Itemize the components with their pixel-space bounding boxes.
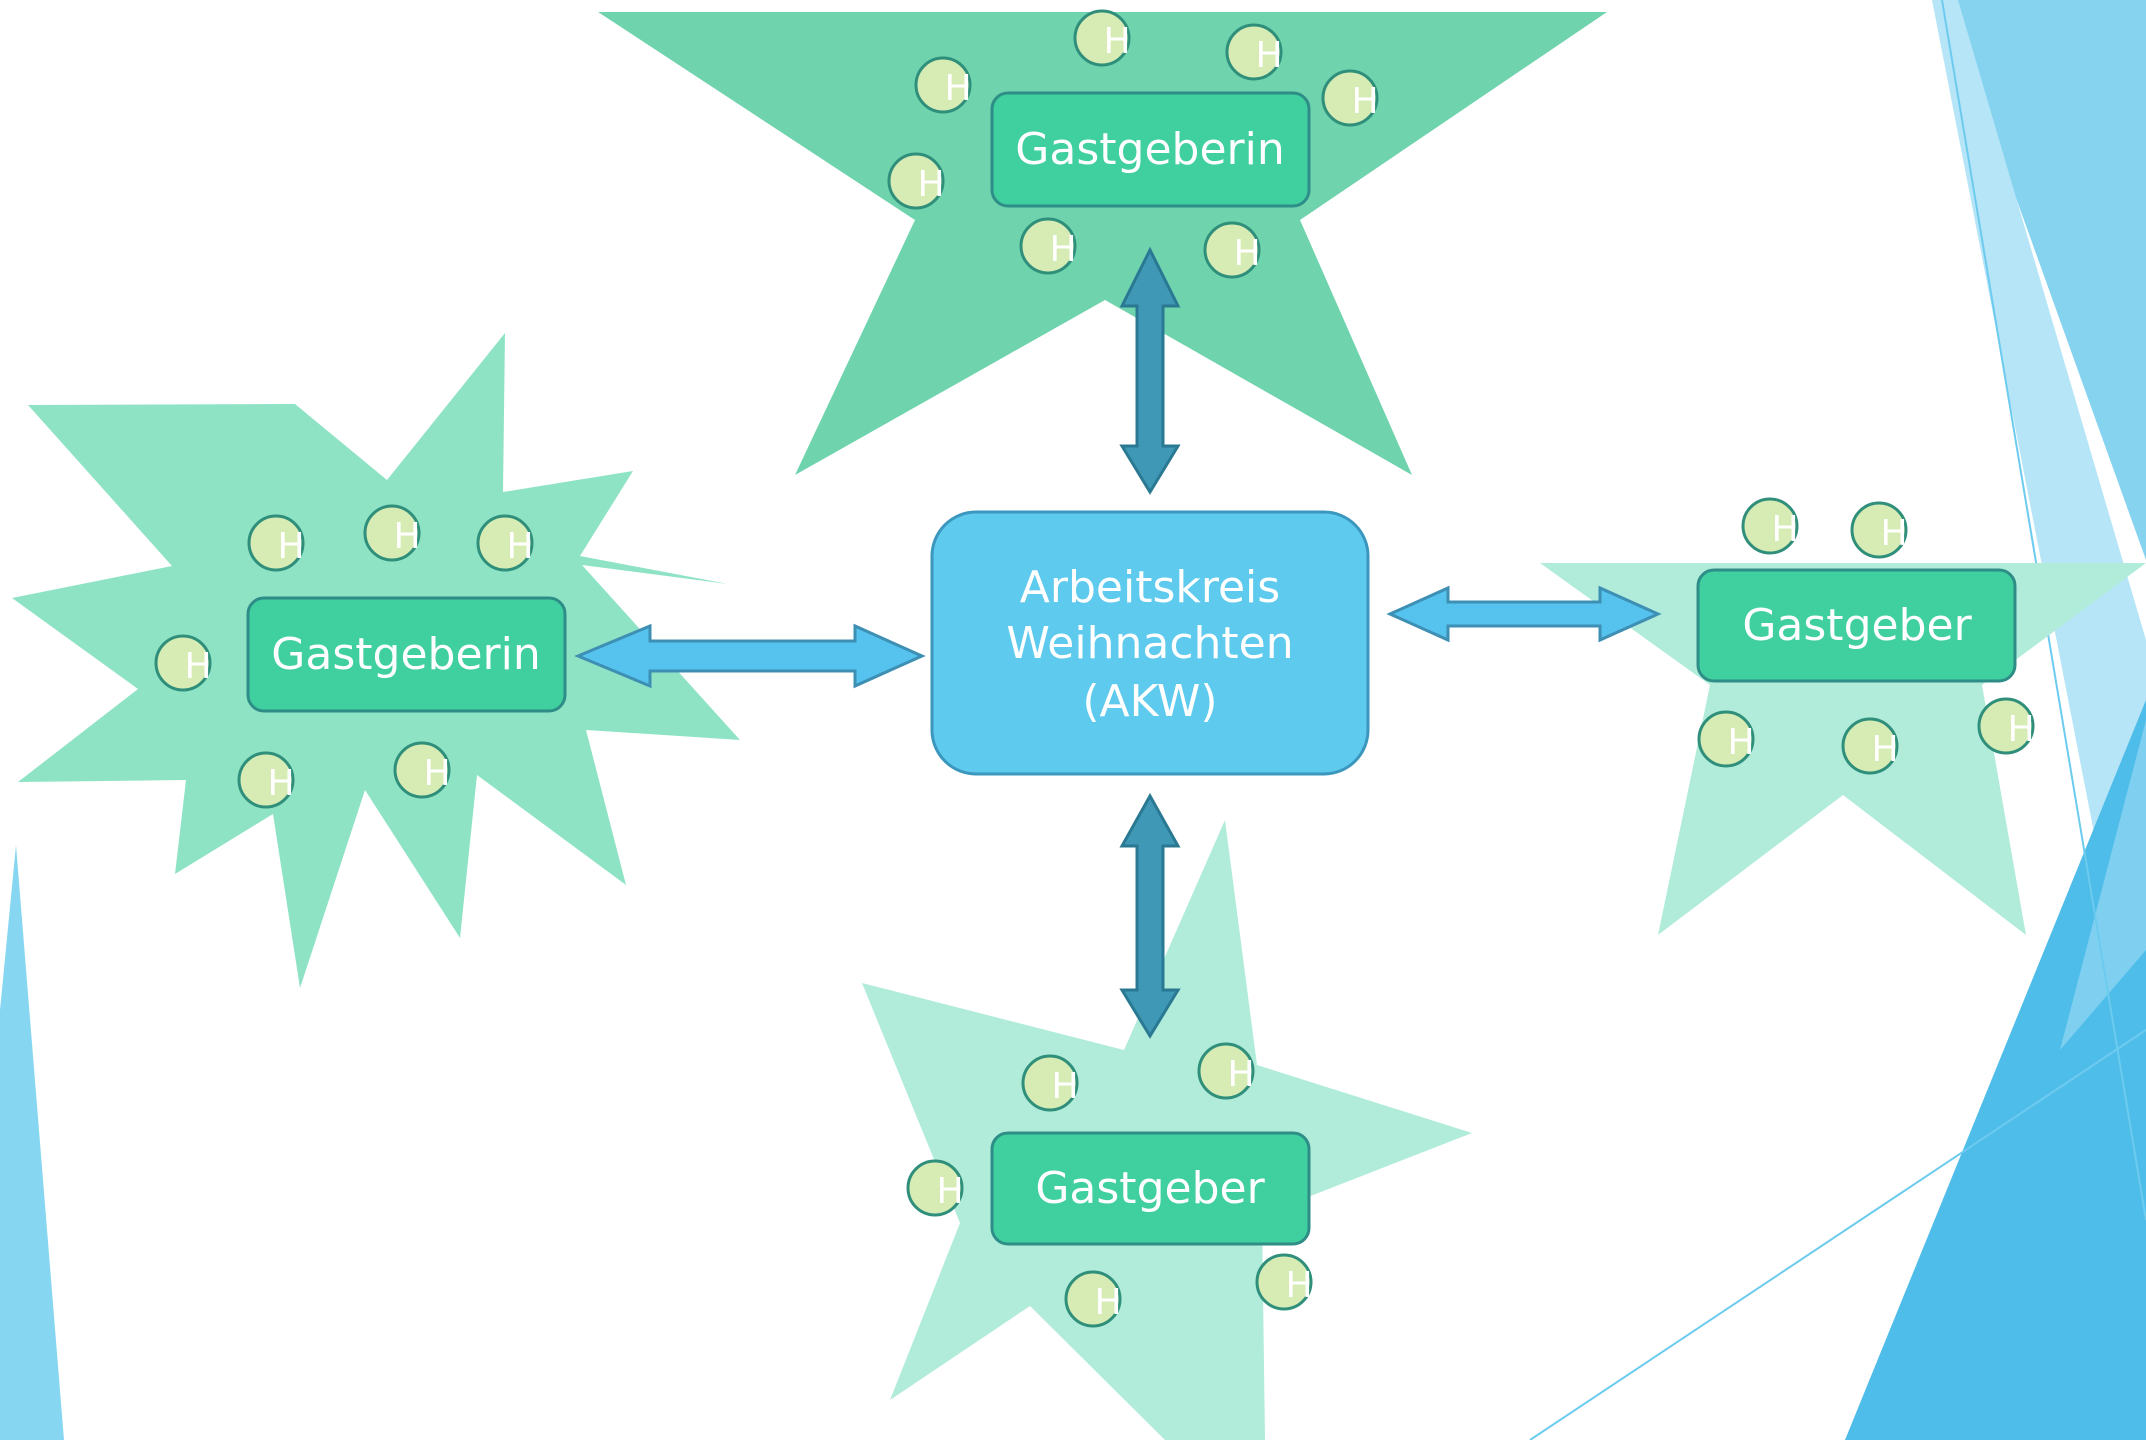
arrow-top-to-center (1119, 246, 1181, 495)
helper-label: H (393, 516, 420, 557)
helper-circle: H (1203, 221, 1261, 279)
helper-circle: H (247, 514, 305, 572)
node-left-label: Gastgeberin (271, 629, 540, 680)
helpers-left: H H H H H H (154, 504, 534, 809)
helper-label: H (1049, 229, 1076, 270)
helper-label: H (1771, 509, 1798, 550)
helper-label: H (423, 753, 450, 794)
helper-circle: H (1073, 9, 1131, 67)
node-bottom-label: Gastgeber (1035, 1163, 1265, 1214)
helper-label: H (917, 164, 944, 205)
helper-label: H (1255, 35, 1282, 76)
helper-label: H (1094, 1282, 1121, 1323)
helper-label: H (2007, 709, 2034, 750)
helper-circle: H (1697, 710, 1755, 768)
helper-label: H (184, 646, 211, 687)
helper-circle: H (1850, 501, 1908, 559)
helper-circle: H (1197, 1042, 1255, 1100)
helper-label: H (506, 526, 533, 567)
helper-label: H (277, 526, 304, 567)
node-top: Gastgeberin (990, 91, 1311, 208)
background-facet-right-3 (1845, 700, 2146, 1440)
center-node: Arbeitskreis Weihnachten (AKW) (930, 510, 1370, 776)
helper-circle: H (154, 634, 212, 692)
helper-label: H (1227, 1054, 1254, 1095)
background-decoration-left (0, 845, 64, 1440)
helper-circle: H (393, 741, 451, 799)
arrow-left-to-center (574, 623, 926, 689)
background-decoration-right (1529, 0, 2146, 1440)
node-bottom: Gastgeber (990, 1131, 1311, 1246)
helpers-right: H H H H H (1697, 497, 2035, 775)
helper-label: H (944, 68, 971, 109)
background-line-2 (1529, 1029, 2146, 1440)
background-facet-right-2 (1932, 0, 2146, 1100)
helpers-bottom: H H H H H (906, 1042, 1313, 1328)
helper-circle: H (476, 514, 534, 572)
node-left: Gastgeberin (246, 596, 567, 713)
arrow-right-to-center (1386, 585, 1662, 643)
star-bottom (862, 820, 1472, 1440)
center-label-line3: (AKW) (1082, 676, 1217, 727)
helper-circle: H (1321, 69, 1379, 127)
star-top (598, 12, 1607, 475)
center-label-line2: Weihnachten (1006, 618, 1293, 669)
helper-circle: H (1841, 717, 1899, 775)
helper-label: H (1880, 513, 1907, 554)
helper-circle: H (887, 152, 945, 210)
helper-label: H (1351, 81, 1378, 122)
helper-circle: H (237, 751, 295, 809)
helper-circle: H (1019, 217, 1077, 275)
center-label-line1: Arbeitskreis (1020, 562, 1280, 613)
helper-circle: H (1064, 1270, 1122, 1328)
background-facet-right-4 (2060, 720, 2146, 1050)
helper-circle: H (1225, 23, 1283, 81)
helper-circle: H (1255, 1253, 1313, 1311)
node-right: Gastgeber (1696, 568, 2017, 683)
helper-label: H (1285, 1265, 1312, 1306)
helper-label: H (267, 763, 294, 804)
helper-label: H (1233, 233, 1260, 274)
node-right-label: Gastgeber (1742, 600, 1972, 651)
helper-label: H (1871, 729, 1898, 770)
helper-circle: H (1021, 1054, 1079, 1112)
helper-circle: H (363, 504, 421, 562)
helper-circle: H (1977, 697, 2035, 755)
helper-label: H (936, 1171, 963, 1212)
helper-label: H (1051, 1066, 1078, 1107)
helper-label: H (1727, 722, 1754, 763)
helpers-top: H H H H H H H (887, 9, 1379, 279)
node-top-label: Gastgeberin (1015, 124, 1284, 175)
helper-circle: H (1741, 497, 1799, 555)
helper-circle: H (906, 1159, 964, 1217)
helper-label: H (1103, 21, 1130, 62)
helper-circle: H (914, 56, 972, 114)
arrow-bottom-to-center (1119, 792, 1181, 1039)
